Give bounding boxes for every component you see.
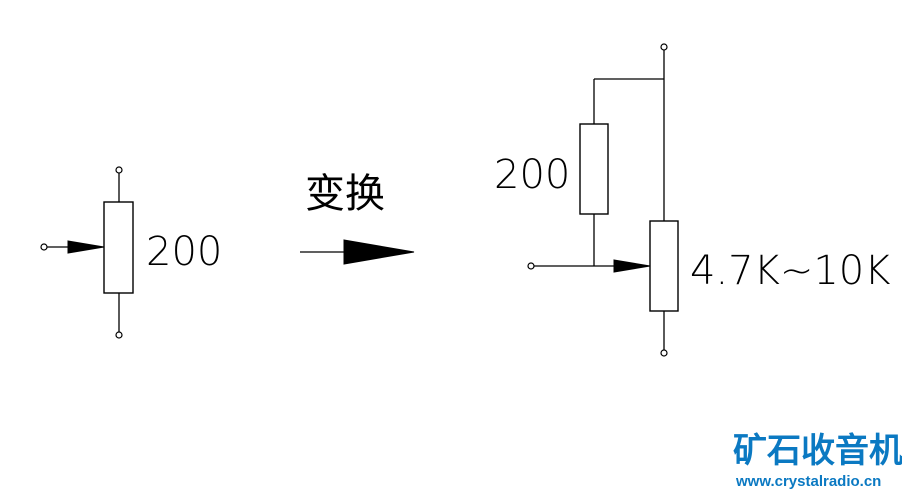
transform-arrow-head: [343, 239, 415, 265]
left-pot-body: [103, 201, 134, 294]
watermark: 矿石收音机 www.crystalradio.cn: [733, 432, 902, 490]
right-circuit: 200 4.7K~10K: [494, 43, 891, 357]
left-pot-bottom-terminal: [115, 331, 123, 339]
transform-arrow-group: 变换: [300, 171, 415, 265]
right-wiper-terminal: [527, 262, 535, 270]
transform-label: 变换: [305, 171, 385, 217]
watermark-name: 矿石收音机: [733, 432, 902, 470]
right-top-terminal: [660, 43, 668, 51]
right-fixed-resistor-body: [579, 123, 609, 215]
right-pot-value: 4.7K~10K: [690, 248, 891, 294]
left-wiper-arrow: [67, 240, 105, 254]
right-pot-body: [649, 220, 679, 312]
left-pot-top-terminal: [115, 166, 123, 174]
left-potentiometer: 200: [40, 166, 222, 339]
right-bottom-terminal: [660, 349, 668, 357]
right-fixed-resistor-value: 200: [494, 152, 570, 198]
left-wiper-terminal: [40, 243, 48, 251]
right-wiper-arrow: [613, 259, 651, 273]
watermark-url: www.crystalradio.cn: [735, 473, 881, 490]
left-resistor-value: 200: [146, 229, 222, 275]
